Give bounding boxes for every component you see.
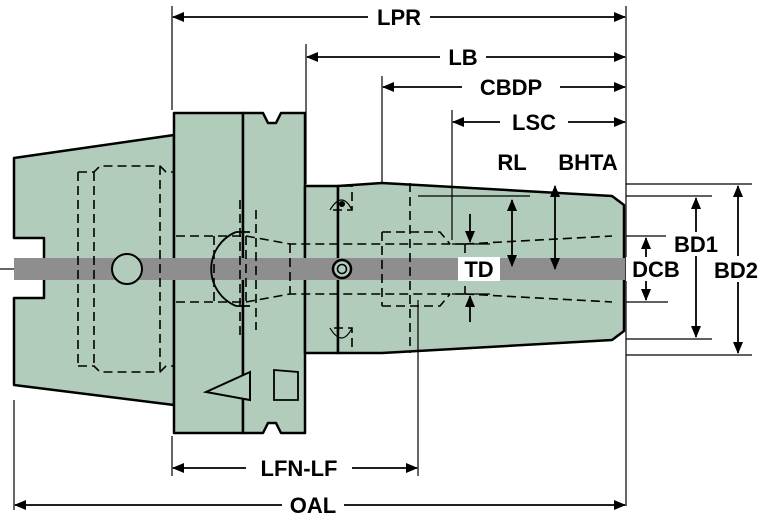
label-bd2: BD2 [714,258,758,283]
extension-lines [13,6,752,510]
label-oal: OAL [290,493,336,518]
dimension-lsc: LSC [452,109,626,135]
label-lb: LB [448,45,477,70]
shank-hole [111,253,143,285]
label-lsc: LSC [512,110,556,135]
label-bd1: BD1 [674,232,718,257]
label-lpr: LPR [377,5,421,30]
label-td: TD [464,257,493,282]
dimension-lb: LB [306,44,626,70]
label-bhta: BHTA [558,150,618,175]
solid-details [111,199,353,402]
dimension-bd2: BD2 [710,185,766,354]
label-rl: RL [497,150,526,175]
dimension-cbdp: CBDP [382,74,626,100]
label-dcb: DCB [632,257,680,282]
dimension-bhta: BHTA [550,150,618,270]
coolant-port [331,258,353,280]
label-cbdp: CBDP [480,75,542,100]
dimension-lpr: LPR [172,4,626,30]
dimension-td: TD [458,214,500,322]
dimension-oal: OAL [14,492,626,518]
dimension-dcb: DCB [626,237,686,301]
dimension-lfn-lf: LFN-LF [172,455,418,481]
hidden-features [77,165,613,373]
dimension-bd1: BD1 [666,197,726,338]
centerline-band [14,258,626,280]
label-lfn-lf: LFN-LF [261,456,338,481]
dimension-rl: RL [497,150,527,267]
coolant-port-inner [336,263,348,275]
